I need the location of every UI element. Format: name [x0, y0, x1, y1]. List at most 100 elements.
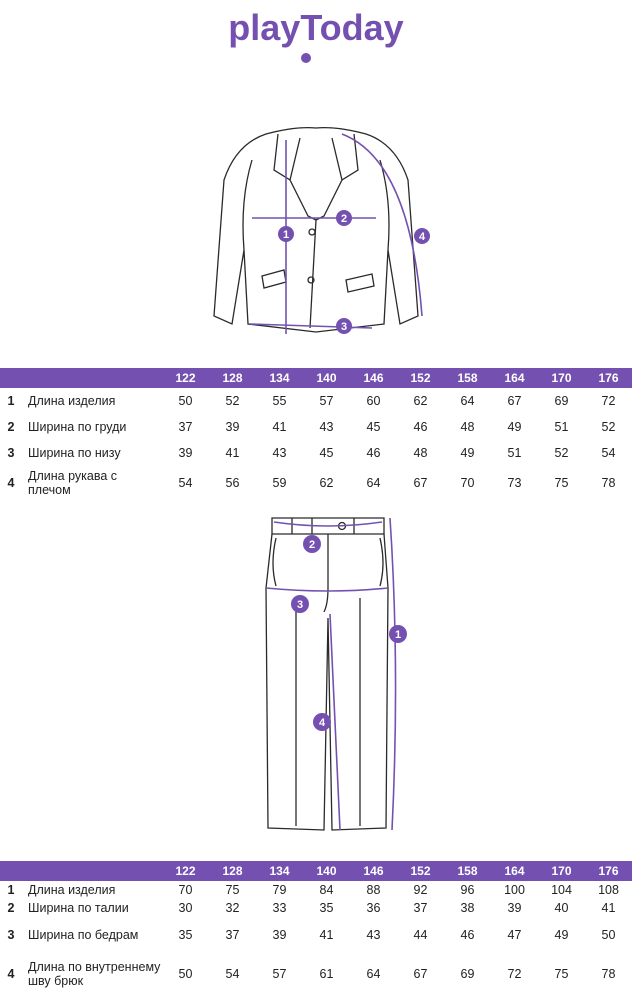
- value-cell: 43: [366, 928, 381, 942]
- value-cell: 51: [554, 420, 569, 434]
- value-cell: 55: [272, 394, 287, 408]
- size-152: 152: [397, 368, 444, 388]
- value-cell: 59: [272, 476, 287, 490]
- trousers-waist-line: [273, 521, 383, 527]
- value-cell: 54: [178, 476, 193, 490]
- table-row: 1 Длина изделия 70 75 79 84 88 92 96 100…: [0, 881, 632, 899]
- value-cell: 41: [601, 901, 616, 915]
- trousers-marker-2: 2: [309, 539, 315, 551]
- value-cell: 40: [554, 901, 569, 915]
- jacket-size-table: 122 128 134 140 146 152 158 164 170 176 …: [0, 368, 632, 500]
- header-label: [22, 861, 162, 881]
- table-row: 4 Длина рукава с плечом 54 56 59 62 64 6…: [0, 466, 632, 500]
- value-cell: 45: [319, 446, 334, 460]
- value-cell: 100: [504, 883, 525, 897]
- value-cell: 62: [413, 394, 428, 408]
- value-cell: 37: [178, 420, 193, 434]
- value-cell: 72: [601, 394, 616, 408]
- value-cell: 69: [554, 394, 569, 408]
- size-128: 128: [209, 368, 256, 388]
- jacket-marker-3: 3: [341, 321, 347, 333]
- value-cell: 41: [272, 420, 287, 434]
- value-cell: 67: [507, 394, 522, 408]
- value-cell: 39: [225, 420, 240, 434]
- value-cell: 72: [507, 967, 522, 981]
- jacket-illustration: 1 2 3 4: [213, 126, 430, 334]
- row-number: 3: [7, 446, 15, 460]
- value-cell: 64: [460, 394, 475, 408]
- value-cell: 75: [225, 883, 240, 897]
- size-140: 140: [303, 861, 350, 881]
- value-cell: 30: [178, 901, 193, 915]
- row-number: 2: [7, 420, 15, 434]
- value-cell: 48: [413, 446, 428, 460]
- value-cell: 60: [366, 394, 381, 408]
- jacket-marker-4: 4: [419, 231, 426, 243]
- size-122: 122: [162, 368, 209, 388]
- trousers-marker-1: 1: [395, 629, 401, 641]
- trousers-size-table: 122 128 134 140 146 152 158 164 170 176 …: [0, 861, 632, 995]
- value-cell: 33: [272, 901, 287, 915]
- value-cell: 57: [319, 394, 334, 408]
- size-128: 128: [209, 861, 256, 881]
- trousers-hip-line: [265, 587, 389, 592]
- value-cell: 52: [601, 420, 616, 434]
- row-number: 1: [7, 394, 15, 408]
- value-cell: 108: [598, 883, 619, 897]
- jacket-marker-2: 2: [341, 213, 347, 225]
- size-134: 134: [256, 368, 303, 388]
- value-cell: 78: [601, 967, 616, 981]
- value-cell: 62: [319, 476, 334, 490]
- value-cell: 104: [551, 883, 572, 897]
- trousers-illustration: 2 3 1 4: [265, 517, 407, 831]
- value-cell: 46: [413, 420, 428, 434]
- value-cell: 92: [413, 883, 428, 897]
- brand-logo-text: playToday: [228, 7, 403, 48]
- row-label: Длина изделия: [28, 883, 116, 897]
- value-cell: 88: [366, 883, 381, 897]
- value-cell: 45: [366, 420, 381, 434]
- value-cell: 35: [319, 901, 334, 915]
- value-cell: 49: [507, 420, 522, 434]
- size-134: 134: [256, 861, 303, 881]
- table-row: 2 Ширина по груди 37 39 41 43 45 46 48 4…: [0, 414, 632, 440]
- value-cell: 38: [460, 901, 475, 915]
- value-cell: 67: [413, 967, 428, 981]
- header-num: [0, 368, 22, 388]
- row-number: 4: [7, 476, 15, 490]
- value-cell: 47: [507, 928, 522, 942]
- size-152: 152: [397, 861, 444, 881]
- value-cell: 73: [507, 476, 522, 490]
- header-label: [22, 368, 162, 388]
- value-cell: 50: [601, 928, 616, 942]
- value-cell: 35: [178, 928, 193, 942]
- jacket-sleeve-line: [341, 133, 423, 317]
- size-164: 164: [491, 368, 538, 388]
- trousers-size-header-row: 122 128 134 140 146 152 158 164 170 176: [0, 861, 632, 881]
- value-cell: 64: [366, 967, 381, 981]
- value-cell: 46: [366, 446, 381, 460]
- table-row: 3 Ширина по бедрам 35 37 39 41 43 44 46 …: [0, 917, 632, 953]
- row-label: Ширина по низу: [28, 446, 121, 460]
- value-cell: 44: [413, 928, 428, 942]
- value-cell: 50: [178, 394, 193, 408]
- value-cell: 43: [319, 420, 334, 434]
- trousers-marker-4: 4: [319, 717, 326, 729]
- value-cell: 49: [460, 446, 475, 460]
- value-cell: 75: [554, 476, 569, 490]
- value-cell: 39: [507, 901, 522, 915]
- value-cell: 43: [272, 446, 287, 460]
- value-cell: 78: [601, 476, 616, 490]
- value-cell: 69: [460, 967, 475, 981]
- value-cell: 56: [225, 476, 240, 490]
- value-cell: 39: [272, 928, 287, 942]
- value-cell: 54: [601, 446, 616, 460]
- row-label: Ширина по груди: [28, 420, 127, 434]
- row-number: 1: [7, 883, 15, 897]
- value-cell: 57: [272, 967, 287, 981]
- value-cell: 32: [225, 901, 240, 915]
- trousers-marker-3: 3: [297, 599, 303, 611]
- row-number: 2: [7, 901, 15, 915]
- value-cell: 37: [413, 901, 428, 915]
- trousers-length-line: [389, 517, 397, 831]
